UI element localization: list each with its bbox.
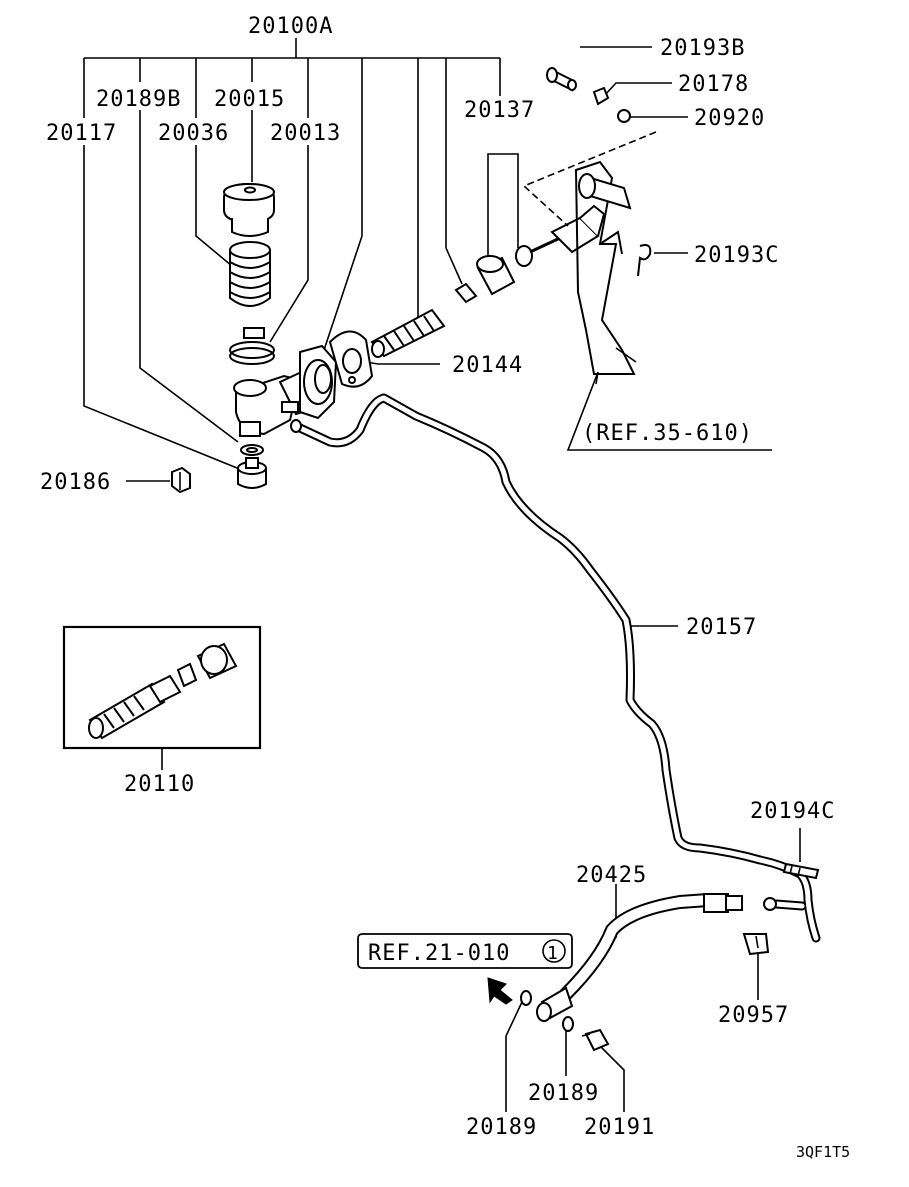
label-20013: 20013 (270, 121, 341, 146)
label-ref-35-610: (REF.35-610) (582, 421, 753, 446)
label-20015: 20015 (214, 87, 285, 112)
ref-arrow (487, 977, 513, 1005)
label-20178: 20178 (678, 72, 749, 97)
clip-20193C (637, 244, 652, 277)
reservoir-cap (223, 182, 275, 237)
washer-20189-left (520, 990, 532, 1006)
label-20110: 20110 (124, 772, 195, 797)
label-20100A: 20100A (248, 14, 333, 39)
piston-assembly (370, 245, 533, 358)
label-20186: 20186 (40, 470, 111, 495)
label-20193C: 20193C (694, 243, 779, 268)
diagram-code: 3QF1T5 (796, 1143, 850, 1161)
clutch-hose-20425 (536, 893, 743, 1022)
bracket-20957 (742, 933, 770, 956)
pushrod-clevis (529, 204, 606, 254)
repair-kit-box (62, 625, 262, 770)
label-20189-left: 20189 (466, 1115, 537, 1140)
clevis-pin-20193B (546, 67, 577, 92)
gasket-20144 (328, 330, 374, 388)
nut-20186 (171, 466, 191, 494)
bleeder-20191 (581, 1028, 610, 1052)
label-20189-right: 20189 (528, 1081, 599, 1106)
label-ref-21-010-circle: 1 (547, 943, 559, 964)
washer-20189B (240, 444, 264, 456)
label-20137: 20137 (464, 98, 535, 123)
label-20157: 20157 (686, 615, 757, 640)
ref-circle (542, 939, 566, 963)
leader-lines (83, 46, 801, 1112)
label-20191: 20191 (584, 1115, 655, 1140)
clutch-line-tube (290, 393, 821, 943)
label-20036: 20036 (158, 121, 229, 146)
label-20194C: 20194C (750, 799, 835, 824)
clip-20194C (782, 862, 820, 880)
washer-20189-right (562, 1016, 574, 1032)
clip-20178 (592, 86, 610, 106)
label-20957: 20957 (718, 1003, 789, 1028)
assembly-bracket-20100A (83, 38, 501, 318)
union-bolt-20117 (237, 457, 267, 489)
hose-clamp (229, 327, 275, 365)
label-20425: 20425 (576, 863, 647, 888)
reservoir (229, 241, 271, 307)
dashed-alignment (522, 131, 657, 227)
label-ref-21-010: REF.21-010 (368, 941, 510, 966)
ref-box-21-010 (357, 933, 573, 969)
clutch-pedal (574, 160, 637, 375)
label-20189B: 20189B (96, 87, 181, 112)
label-20144: 20144 (452, 353, 523, 378)
label-20117: 20117 (46, 121, 117, 146)
washer-20920 (617, 109, 631, 123)
label-20193B: 20193B (660, 36, 745, 61)
master-cylinder-body (233, 344, 338, 437)
label-20920: 20920 (694, 106, 765, 131)
